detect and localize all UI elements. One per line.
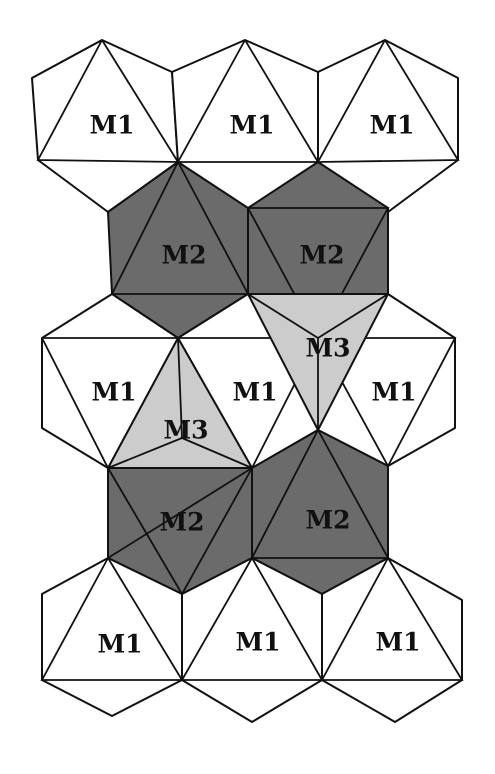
label-m1-row3-left: M1 xyxy=(91,378,136,407)
label-m3-right: M3 xyxy=(305,334,350,363)
label-m2-row4-left: M2 xyxy=(159,508,204,537)
label-m1-row1-left: M1 xyxy=(89,111,134,140)
label-m1-row1-right: M1 xyxy=(369,111,414,140)
label-m1-row1-middle: M1 xyxy=(229,111,274,140)
m3-octahedron-right xyxy=(247,293,389,431)
m3-octahedron-left xyxy=(107,337,253,469)
m1-octahedron-row1-right xyxy=(316,39,460,213)
label-m2-row4-right: M2 xyxy=(305,506,350,535)
label-m1-row5-middle: M1 xyxy=(235,628,280,657)
label-m3-left: M3 xyxy=(163,416,208,445)
m2-octahedron-row4-right xyxy=(250,429,390,595)
label-m1-row3-middle: M1 xyxy=(232,378,277,407)
m2-octahedron-row4-left xyxy=(107,467,253,596)
m1-octahedron-row5-right xyxy=(320,557,464,723)
label-m2-row2-right: M2 xyxy=(299,241,344,270)
label-m1-row5-right: M1 xyxy=(375,628,420,657)
label-m1-row3-right: M1 xyxy=(371,378,416,407)
label-m2-row2-left: M2 xyxy=(161,241,206,270)
label-m1-row5-left: M1 xyxy=(97,630,142,659)
